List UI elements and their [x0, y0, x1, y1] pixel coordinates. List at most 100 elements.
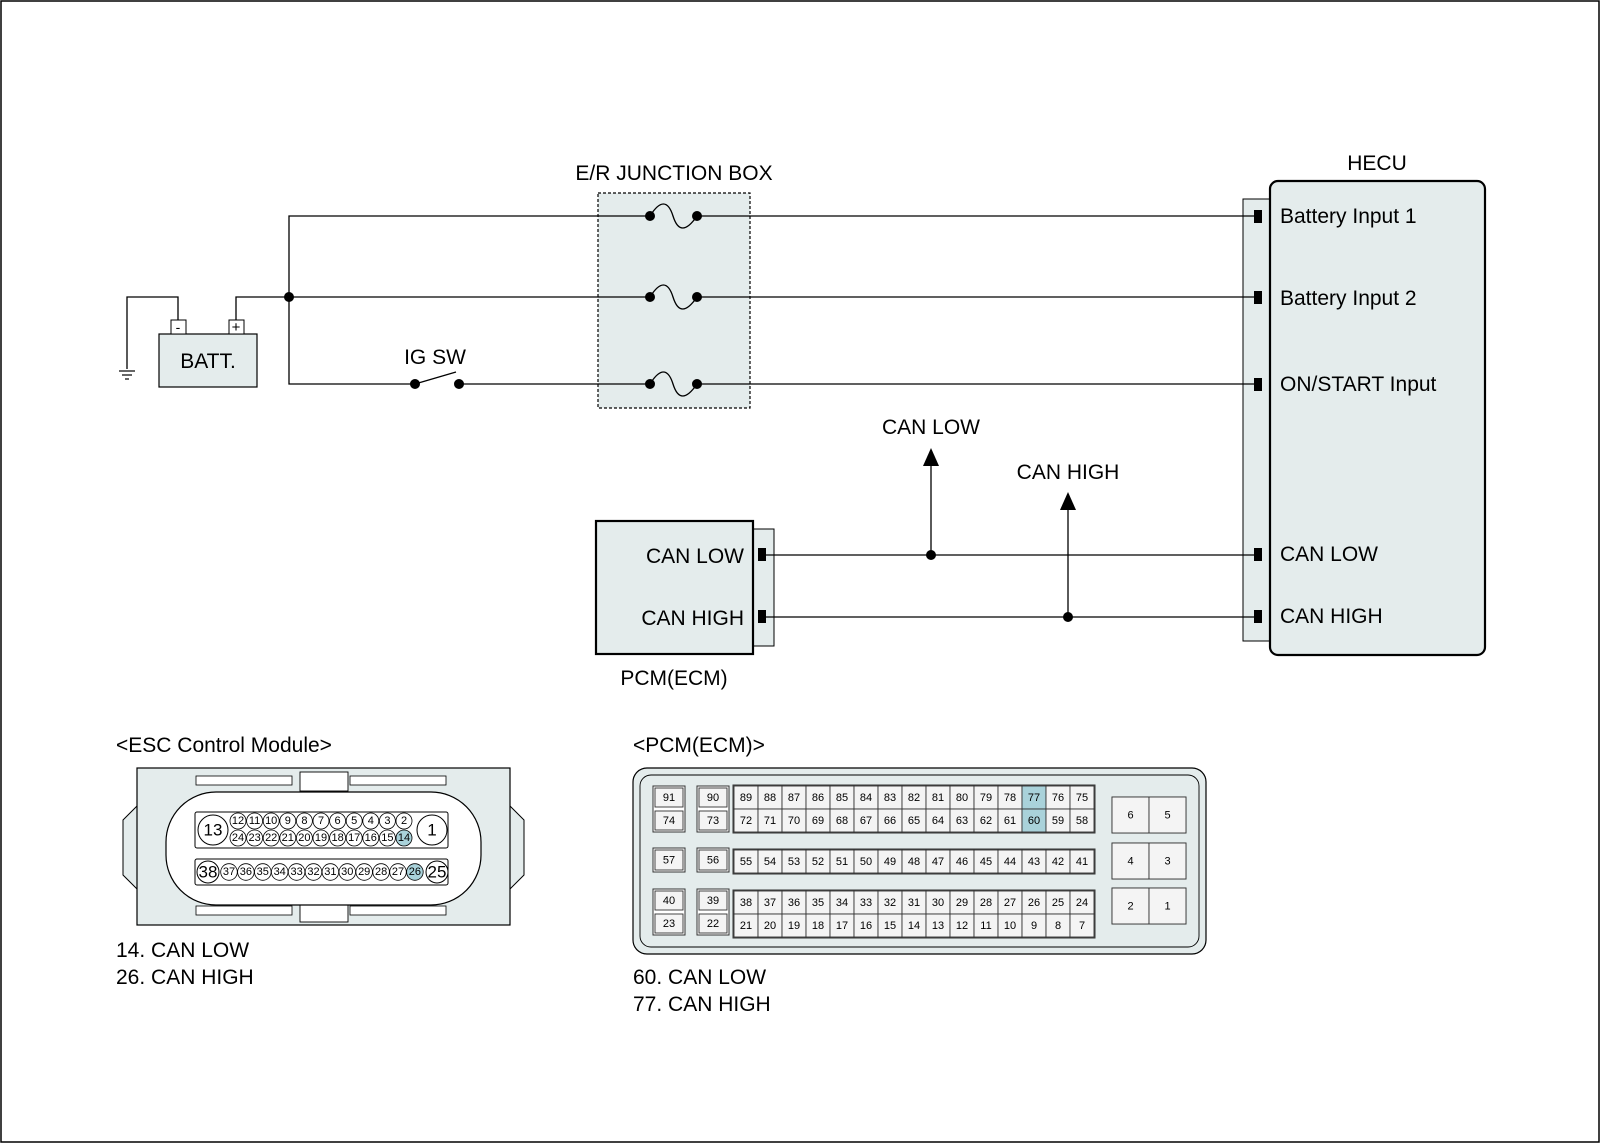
pin-number: 43	[1028, 856, 1040, 868]
hecu-pin-on-start-input: ON/START Input	[1280, 373, 1437, 396]
pin-number: 82	[908, 792, 920, 804]
ground-icon	[119, 296, 179, 380]
pin-number: 64	[932, 815, 944, 827]
junction-box-label: E/R JUNCTION BOX	[575, 162, 772, 185]
esc-pin	[197, 814, 229, 846]
pin-number: 38	[740, 897, 752, 909]
esc-connector-title: <ESC Control Module>	[116, 734, 332, 757]
pin-number: 20	[764, 920, 776, 932]
pin-number: 57	[663, 855, 675, 867]
pin-number: 19	[788, 920, 800, 932]
pin-number: 32	[307, 866, 319, 878]
pcm-label: PCM(ECM)	[620, 667, 727, 690]
esc-pin	[345, 829, 363, 847]
pin-number: 19	[315, 832, 327, 844]
pcm-pin	[654, 787, 684, 808]
ig-switch-label: IG SW	[404, 346, 466, 369]
pin-number: 51	[836, 856, 848, 868]
hecu-label: HECU	[1347, 152, 1407, 175]
pin-number: 7	[318, 815, 324, 827]
pin-number: 40	[663, 895, 675, 907]
pin-number: 78	[1004, 792, 1016, 804]
pin-number: 65	[908, 815, 920, 827]
pin-number: 13	[204, 821, 223, 840]
pcm-pin	[1148, 887, 1187, 925]
pin-number: 27	[392, 866, 404, 878]
pin-number: 50	[860, 856, 872, 868]
pin-number: 11	[249, 815, 260, 827]
pin-number: 11	[980, 920, 991, 932]
pin-number: 53	[788, 856, 800, 868]
esc-pin	[246, 812, 264, 830]
pin-number: 9	[1031, 920, 1037, 932]
pin-number: 58	[1076, 815, 1088, 827]
pin-number: 56	[707, 855, 719, 867]
pin-number: 10	[1004, 920, 1016, 932]
pcm-pin	[698, 787, 728, 808]
pin-number: 21	[740, 920, 752, 932]
esc-pin	[425, 860, 449, 884]
pin-number: 6	[1127, 810, 1133, 822]
pin-number: 67	[860, 815, 872, 827]
battery-positive-sign: +	[232, 319, 241, 336]
pin-number: 73	[707, 815, 719, 827]
pin-number: 32	[884, 897, 896, 909]
pin-number: 3	[384, 815, 390, 827]
esc-legend-line-1: 14. CAN LOW	[116, 939, 249, 962]
pcm-pin	[654, 890, 684, 911]
pcm-pin	[1148, 842, 1187, 880]
pin-number: 90	[707, 792, 719, 804]
pin-number: 8	[301, 815, 307, 827]
esc-pin	[416, 814, 448, 846]
pcm-pin	[654, 849, 684, 871]
pin-number: 69	[812, 815, 824, 827]
pin-number: 25	[428, 863, 447, 882]
pin-number: 47	[932, 856, 944, 868]
junction-box: E/R JUNCTION BOX	[575, 162, 773, 409]
can-high-arrow-label: CAN HIGH	[1017, 461, 1120, 484]
pin-number: 4	[1127, 856, 1133, 868]
wire-junction	[284, 292, 294, 302]
pin-number: 9	[285, 815, 291, 827]
pin-number: 35	[812, 897, 824, 909]
hecu-terminal-1	[1254, 210, 1262, 223]
pin-number: 60	[1028, 815, 1040, 827]
pcm-legend-line-1: 60. CAN LOW	[633, 966, 766, 989]
pcm-pin	[698, 913, 728, 934]
pin-number: 68	[836, 815, 848, 827]
esc-pin	[262, 812, 280, 830]
pcm-pin	[698, 810, 728, 831]
pin-number: 26	[1028, 897, 1040, 909]
pin-number: 83	[884, 792, 896, 804]
power-wiring	[235, 215, 1254, 385]
esc-pin	[229, 829, 247, 847]
pin-number: 23	[248, 832, 260, 844]
esc-pin	[262, 829, 280, 847]
pcm-pin	[698, 849, 728, 871]
pin-number: 25	[1052, 897, 1064, 909]
pin-number: 20	[298, 832, 310, 844]
arrow-up-icon	[1060, 492, 1076, 510]
esc-pin	[329, 829, 347, 847]
pin-number: 8	[1055, 920, 1061, 932]
esc-pin	[395, 812, 413, 830]
ignition-switch: IG SW	[404, 346, 466, 389]
battery-label: BATT.	[180, 350, 236, 373]
pin-number: 18	[812, 920, 824, 932]
pin-number: 71	[764, 815, 776, 827]
pin-number: 38	[199, 863, 218, 882]
pcm-pin-can-high: CAN HIGH	[641, 607, 744, 630]
pin-number: 7	[1079, 920, 1085, 932]
pin-number: 21	[282, 832, 294, 844]
pin-number: 44	[1004, 856, 1016, 868]
pin-number: 80	[956, 792, 968, 804]
pin-number: 23	[663, 918, 675, 930]
pin-number: 46	[956, 856, 968, 868]
hecu-module: HECU Battery Input 1 Battery Input 2 ON/…	[1242, 152, 1487, 657]
pin-number: 10	[265, 815, 277, 827]
pcm-pin	[1069, 849, 1095, 874]
pin-number: 52	[812, 856, 824, 868]
